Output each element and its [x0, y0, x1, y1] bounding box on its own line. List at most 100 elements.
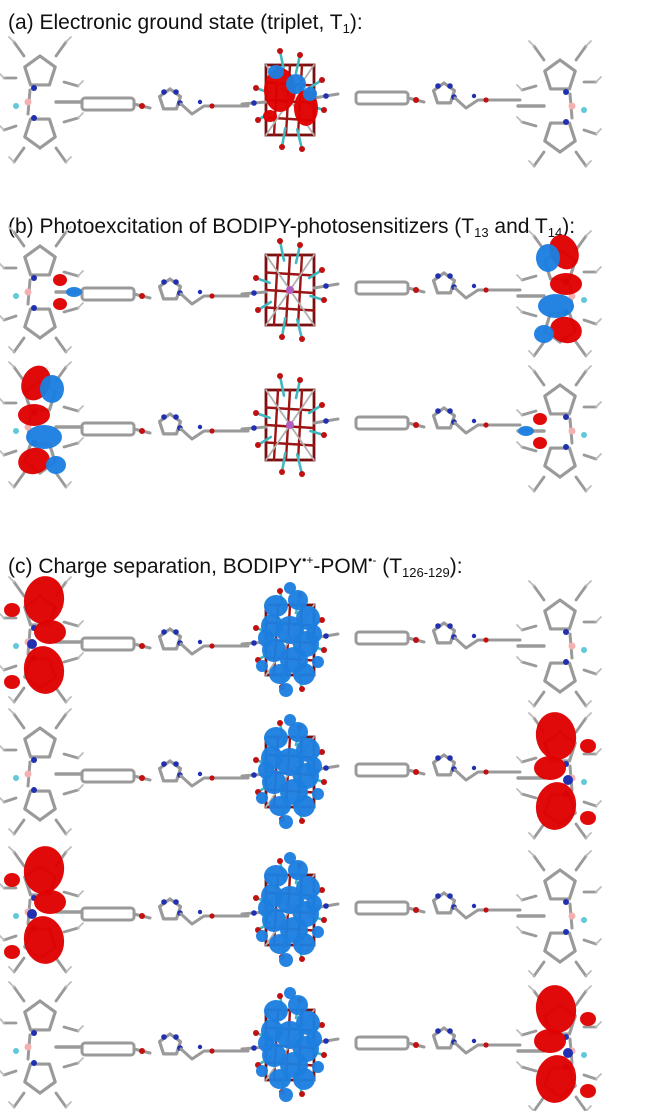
orbital-lobe-negative	[264, 595, 288, 617]
orbital-lobe-positive	[4, 603, 20, 617]
orbital-lobe-negative	[284, 852, 296, 864]
orbital-lobe-positive	[535, 712, 577, 760]
orbital-lobe-negative	[284, 987, 296, 999]
orbital-lobe-negative	[518, 426, 534, 436]
orbital-lobe-negative	[293, 933, 315, 955]
caption-b-text: (b) Photoexcitation of BODIPY-photosensi…	[8, 215, 475, 238]
orbital-lobe-negative	[293, 663, 315, 685]
orbital-lobe-negative	[256, 1065, 268, 1077]
caption-panel-c: (c) Charge separation, BODIPY•+-POM•- (T…	[8, 547, 463, 586]
orbital-lobe-negative	[269, 1069, 291, 1089]
orbital-lobe-negative	[306, 625, 322, 643]
orbital-lobe-negative	[268, 65, 284, 79]
caption-b-suffix: ):	[562, 215, 576, 238]
orbital-lobe-positive	[18, 404, 50, 426]
orbital-lobe-positive	[580, 1012, 596, 1026]
orbital-lobe-positive	[23, 576, 65, 624]
orbital-lobe-positive	[23, 646, 65, 694]
molecule-row-7	[0, 981, 602, 1111]
orbital-lobe-negative	[312, 788, 324, 800]
orbital-lobe-negative	[312, 656, 324, 668]
orbital-lobe-negative	[284, 714, 296, 726]
orbital-lobe-positive	[23, 846, 65, 894]
orbital-lobe-positive	[18, 447, 50, 475]
orbital-lobe-negative	[288, 590, 308, 610]
orbital-lobe-negative	[538, 294, 574, 318]
orbital-lobe-negative	[279, 683, 293, 697]
orbital-lobe-negative	[256, 660, 268, 672]
orbital-lobe-positive	[534, 756, 566, 780]
orbital-lobe-positive	[550, 316, 582, 344]
orbital-lobe-negative	[279, 953, 293, 967]
orbital-lobe-positive	[53, 274, 67, 286]
orbital-lobe-negative	[66, 287, 82, 297]
orbital-lobe-negative	[303, 87, 317, 101]
orbital-lobe-positive	[263, 110, 277, 122]
caption-c-mid: -POM	[313, 555, 369, 578]
orbital-lobe-negative	[258, 629, 274, 647]
orbital-lobe-positive	[535, 985, 577, 1033]
orbital-lobe-negative	[534, 325, 554, 343]
orbital-lobe-positive	[34, 620, 66, 644]
orbital-lobe-positive	[4, 675, 20, 689]
caption-panel-a: (a) Electronic ground state (triplet, T1…	[8, 10, 363, 42]
orbital-lobe-negative	[269, 664, 291, 684]
molecule-row-2	[0, 226, 602, 358]
orbital-lobe-negative	[40, 375, 64, 403]
orbital-lobe-positive	[580, 1084, 596, 1098]
orbital-lobe-positive	[580, 811, 596, 825]
orbital-lobe-positive	[34, 890, 66, 914]
orbital-lobe-negative	[536, 244, 560, 272]
orbital-lobe-negative	[264, 727, 288, 749]
orbital-lobe-negative	[306, 757, 322, 775]
caption-b-subscript-1: 13	[474, 225, 489, 240]
orbital-lobe-negative	[264, 1000, 288, 1022]
orbital-lobe-negative	[256, 792, 268, 804]
caption-b-mid: and T	[488, 215, 548, 238]
orbital-lobe-positive	[534, 1029, 566, 1053]
orbital-lobe-negative	[293, 795, 315, 817]
orbital-lobe-positive	[53, 298, 67, 310]
caption-c-superscript-2: •-	[368, 553, 377, 567]
orbital-lobe-positive	[533, 437, 547, 449]
orbital-lobe-negative	[306, 895, 322, 913]
orbital-lobe-positive	[533, 413, 547, 425]
orbital-lobe-negative	[269, 934, 291, 954]
orbital-lobe-negative	[288, 722, 308, 742]
orbital-lobe-positive	[550, 273, 582, 295]
molecule-row-4	[0, 576, 602, 708]
orbital-lobe-negative	[284, 582, 296, 594]
caption-c-tail: (T	[376, 555, 403, 578]
orbital-lobe-negative	[293, 1068, 315, 1090]
orbital-lobe-negative	[306, 1030, 322, 1048]
orbital-lobe-positive	[4, 945, 20, 959]
caption-a-suffix: ):	[349, 11, 363, 34]
orbital-lobe-negative	[256, 930, 268, 942]
molecule-row-6	[0, 846, 602, 978]
molecule-row-5	[0, 708, 602, 840]
orbital-lobe-negative	[269, 796, 291, 816]
orbital-lobe-positive	[23, 916, 65, 964]
orbital-lobe-negative	[288, 995, 308, 1015]
orbital-lobe-negative	[258, 761, 274, 779]
orbital-lobe-positive	[580, 739, 596, 753]
caption-c-subscript: 126-129	[402, 565, 450, 580]
caption-a-subscript: 1	[342, 21, 350, 36]
orbital-lobe-negative	[279, 1088, 293, 1102]
caption-c-text: (c) Charge separation, BODIPY	[8, 555, 303, 578]
orbital-lobe-negative	[288, 860, 308, 880]
orbital-lobe-negative	[286, 74, 306, 94]
orbital-lobe-positive	[4, 873, 20, 887]
orbital-lobe-negative	[258, 899, 274, 917]
orbital-lobe-positive	[535, 1055, 577, 1103]
orbital-lobe-negative	[279, 815, 293, 829]
caption-c-suffix: ):	[449, 555, 463, 578]
orbital-lobe-negative	[312, 1061, 324, 1073]
orbital-lobe-negative	[258, 1034, 274, 1052]
orbital-lobe-positive	[535, 782, 577, 830]
orbital-lobe-negative	[26, 425, 62, 449]
molecule-row-1	[0, 36, 602, 168]
caption-c-superscript-1: •+	[302, 553, 314, 567]
orbital-lobe-negative	[312, 926, 324, 938]
